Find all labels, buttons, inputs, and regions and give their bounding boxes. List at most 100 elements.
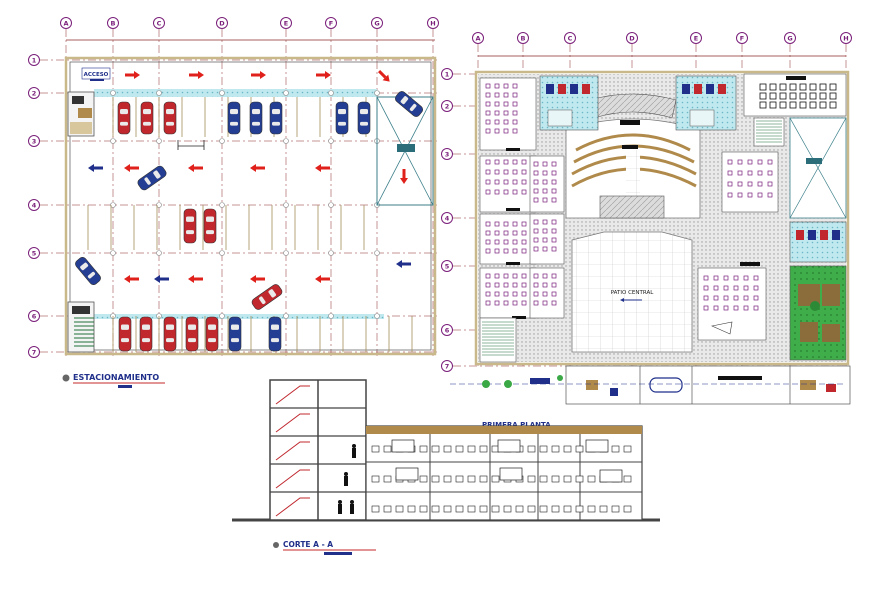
floor-col-bubble <box>690 32 702 44</box>
seat <box>485 128 491 134</box>
seat <box>494 169 500 175</box>
seat <box>521 239 527 245</box>
floor-row-bubble <box>441 260 453 272</box>
seat <box>542 188 548 194</box>
seat <box>503 119 509 125</box>
seat <box>743 285 749 291</box>
seat <box>551 219 557 225</box>
seat <box>494 83 500 89</box>
flow-arrow <box>124 275 139 283</box>
seat <box>767 181 773 187</box>
desk <box>779 92 787 100</box>
seat <box>485 230 491 236</box>
seat <box>757 159 763 165</box>
parking-col-label: B <box>111 19 116 27</box>
seat <box>521 273 527 279</box>
seat <box>503 110 509 116</box>
parking-column <box>374 250 380 256</box>
seat <box>494 92 500 98</box>
first-floor-title: PRIMERA PLANTA <box>482 421 551 429</box>
section-shelf <box>599 469 623 483</box>
parked-car <box>268 316 282 352</box>
seat <box>737 192 743 198</box>
section-furniture <box>443 445 452 453</box>
section-furniture <box>563 445 572 453</box>
flow-arrow <box>400 169 408 184</box>
library-room <box>743 73 847 117</box>
seat <box>494 221 500 227</box>
seat <box>512 291 518 297</box>
patio-central: PATIO CENTRAL <box>571 231 693 353</box>
patio-central-label: PATIO CENTRAL <box>611 290 655 296</box>
seat <box>503 101 509 107</box>
seat <box>723 275 729 281</box>
seat <box>747 192 753 198</box>
section-furniture <box>371 505 380 513</box>
seat <box>503 83 509 89</box>
seat <box>512 159 518 165</box>
seat <box>723 295 729 301</box>
seat <box>733 295 739 301</box>
parking-row-label: 1 <box>32 56 37 64</box>
seat <box>733 305 739 311</box>
parked-car <box>228 316 242 352</box>
seat <box>747 170 753 176</box>
seat <box>485 221 491 227</box>
section-furniture <box>551 505 560 513</box>
parked-car <box>357 101 371 135</box>
seat <box>753 275 759 281</box>
section-furniture <box>527 475 536 483</box>
seat <box>503 169 509 175</box>
parked-car <box>163 316 177 352</box>
seat <box>723 285 729 291</box>
floor-col-label: B <box>521 34 526 42</box>
parking-column <box>156 90 162 96</box>
flow-arrow <box>188 164 203 172</box>
parking-flow-arrows <box>88 69 411 283</box>
seat <box>485 189 491 195</box>
parked-car <box>205 316 219 352</box>
seat <box>512 119 518 125</box>
section-shelf <box>499 467 523 481</box>
seat <box>485 282 491 288</box>
seat <box>542 237 548 243</box>
section-furniture <box>455 445 464 453</box>
section-furniture <box>383 475 392 483</box>
parking-cars <box>75 91 424 352</box>
floor-row-bubble <box>441 360 453 372</box>
seat <box>542 219 548 225</box>
floor-row-bubble <box>441 324 453 336</box>
section-title: CORTE A - A <box>283 540 333 549</box>
floor-col-bubble <box>736 32 748 44</box>
stair-flight <box>275 413 310 433</box>
seat <box>713 305 719 311</box>
section-furniture <box>467 505 476 513</box>
parking-entry-label: ACCESO <box>84 72 109 78</box>
seat <box>542 291 548 297</box>
seat <box>551 228 557 234</box>
seat <box>542 273 548 279</box>
seat <box>551 246 557 252</box>
floor-col-label: H <box>843 34 848 42</box>
seat <box>512 83 518 89</box>
parking-row-bubble <box>28 346 40 358</box>
section-furniture <box>575 505 584 513</box>
seat <box>494 179 500 185</box>
parking-office <box>67 91 95 137</box>
seat <box>533 273 539 279</box>
parking-row-bubble <box>28 87 40 99</box>
parking-row-bubble <box>28 199 40 211</box>
section-furniture <box>431 475 440 483</box>
section-shelf <box>395 467 419 481</box>
flow-arrow <box>188 275 203 283</box>
parking-column <box>219 313 225 319</box>
floor-col-bubble <box>517 32 529 44</box>
section-furniture <box>479 445 488 453</box>
seat <box>533 228 539 234</box>
seat <box>503 189 509 195</box>
flow-arrow <box>316 71 331 79</box>
desk <box>809 83 817 91</box>
seat <box>512 248 518 254</box>
seat <box>485 101 491 107</box>
